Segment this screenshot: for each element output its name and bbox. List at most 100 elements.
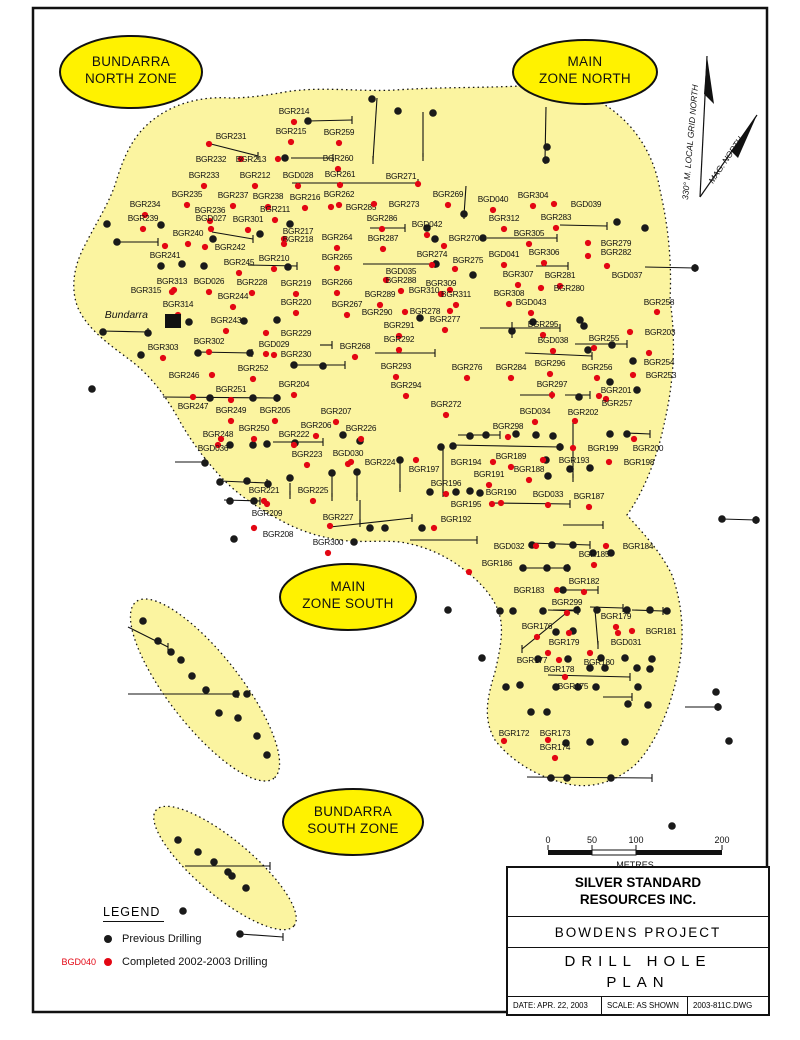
previous-drill-hole-dot (586, 664, 594, 672)
completed-drill-hole-dot (565, 629, 573, 637)
hole-label: BGR242 (215, 242, 246, 252)
drill-trace-line (721, 518, 757, 521)
completed-drill-hole-dot (452, 301, 460, 309)
hole-label: BGR231 (216, 131, 247, 141)
completed-drill-hole-dot (270, 351, 278, 359)
completed-drill-hole-dot (208, 371, 216, 379)
completed-drill-hole-dot (451, 265, 459, 273)
hole-label: BGR251 (216, 384, 247, 394)
drill-trace-line (162, 396, 278, 399)
completed-drill-hole-dot (544, 736, 552, 744)
completed-drill-hole-dot (336, 181, 344, 189)
hole-label: BGR295 (528, 319, 559, 329)
hole-label: BGR257 (602, 398, 633, 408)
completed-drill-hole-dot (590, 344, 598, 352)
hole-label: BGR203 (645, 327, 676, 337)
previous-drill-hole-dot (242, 884, 250, 892)
scale-tick-label: 100 (628, 835, 643, 845)
previous-drill-hole-dot (157, 262, 165, 270)
completed-drill-hole-dot (270, 265, 278, 273)
hole-label: BGR208 (263, 529, 294, 539)
previous-drill-hole-dot (263, 751, 271, 759)
previous-drill-hole-dot (646, 665, 654, 673)
hole-label: BGD035 (386, 266, 417, 276)
hole-label: BGR247 (178, 401, 209, 411)
drill-trace-line (211, 231, 254, 240)
hole-label: BGR215 (276, 126, 307, 136)
hole-label: BGR192 (441, 514, 472, 524)
previous-drill-hole-dot (559, 586, 567, 594)
completed-drill-hole-dot (250, 524, 258, 532)
completed-drill-hole-dot (551, 754, 559, 762)
previous-drill-hole-dot (519, 564, 527, 572)
previous-drill-hole-dot (575, 393, 583, 401)
legend-item-tag: BGD040 (61, 957, 96, 967)
completed-drill-hole-dot (183, 201, 191, 209)
company-name: SILVER STANDARD RESOURCES INC. (508, 868, 768, 917)
completed-drill-hole-dot (229, 303, 237, 311)
hole-label: BGR262 (324, 189, 355, 199)
completed-drill-hole-dot (465, 568, 473, 576)
completed-drill-hole-dot (227, 417, 235, 425)
hole-label: BGR214 (279, 106, 310, 116)
hole-label: BGR248 (203, 429, 234, 439)
hole-label: BGR289 (365, 289, 396, 299)
hole-label: BGR283 (541, 212, 572, 222)
completed-drill-hole-dot (437, 290, 445, 298)
hole-label: BGR181 (646, 626, 677, 636)
hole-label: BGR236 (195, 205, 226, 215)
hole-label: BGR185 (579, 549, 610, 559)
hole-label: BGR207 (321, 406, 352, 416)
completed-drill-hole-dot (548, 391, 556, 399)
hole-label: BGR217 (283, 226, 314, 236)
drawing-title: DRILL HOLE PLAN (508, 948, 768, 997)
hole-label: BGD031 (611, 637, 642, 647)
completed-drill-hole-dot (309, 497, 317, 505)
completed-drill-hole-dot (626, 328, 634, 336)
completed-drill-hole-dot (504, 433, 512, 441)
previous-drill-hole-dot (586, 464, 594, 472)
completed-drill-hole-dot (333, 264, 341, 272)
previous-drill-hole-dot (623, 430, 631, 438)
hole-label: BGD033 (533, 489, 564, 499)
previous-drill-hole-dot (236, 930, 244, 938)
hole-label: BGR196 (431, 478, 462, 488)
previous-drill-hole-dot (466, 432, 474, 440)
drill-trace-line (451, 444, 561, 448)
hole-label: BGR274 (417, 249, 448, 259)
hole-label: BGR228 (237, 277, 268, 287)
hole-label: BGR182 (569, 576, 600, 586)
completed-drill-hole-dot (159, 354, 167, 362)
hole-label: BGR280 (554, 283, 585, 293)
completed-drill-hole-dot (402, 392, 410, 400)
drill-trace-line (559, 224, 608, 227)
previous-drill-hole-dot (648, 655, 656, 663)
hole-label: BGR183 (514, 585, 545, 595)
hole-label: BGR227 (323, 512, 354, 522)
completed-drill-hole-dot (544, 501, 552, 509)
previous-drill-hole-dot (353, 468, 361, 476)
hole-label: BGD028 (283, 170, 314, 180)
previous-drill-hole-dot (243, 477, 251, 485)
previous-drill-hole-dot (621, 738, 629, 746)
completed-drill-hole-dot (605, 458, 613, 466)
completed-drill-hole-dot (555, 656, 563, 664)
drill-trace-line (529, 542, 591, 546)
previous-drill-hole-dot (479, 234, 487, 242)
completed-drill-hole-dot (292, 309, 300, 317)
hole-label: BGR252 (238, 363, 269, 373)
completed-drill-hole-dot (488, 500, 496, 508)
previous-drill-hole-dot (201, 459, 209, 467)
previous-drill-hole-dot (188, 672, 196, 680)
previous-drill-hole-dot (496, 607, 504, 615)
hole-label: BGR304 (518, 190, 549, 200)
scale-cell: SCALE: AS SHOWN (602, 997, 688, 1014)
previous-drill-hole-dot (633, 386, 641, 394)
completed-drill-hole-dot (569, 444, 577, 452)
completed-drill-hole-dot (207, 225, 215, 233)
